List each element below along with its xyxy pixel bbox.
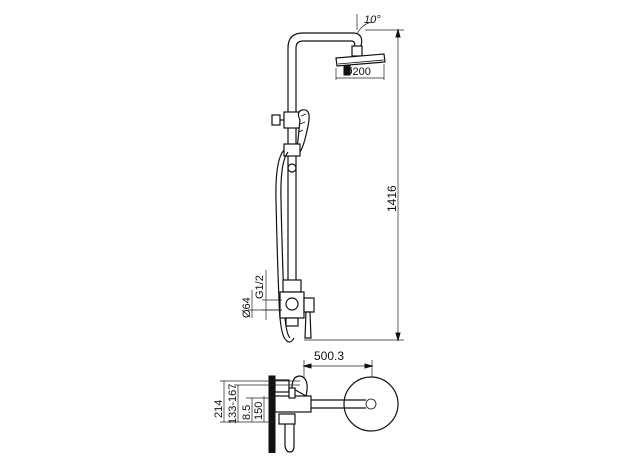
thread-label: G1/2: [254, 275, 266, 299]
projection-label: 500.3: [314, 349, 344, 363]
mixer-plan: [268, 375, 312, 454]
angle-label: 10°: [364, 14, 381, 26]
angle-dimension: [356, 14, 373, 35]
height-label: 1416: [385, 185, 399, 212]
riser-pipe: [287, 48, 297, 282]
offset-small-label: 8.5: [241, 405, 253, 420]
cover-dimension: [248, 290, 282, 318]
shower-head-plan: [300, 376, 399, 432]
height-dimension: [304, 28, 404, 342]
shower-arm: [287, 32, 363, 57]
mixer-body: [279, 279, 315, 339]
cover-diameter-label: Ø64: [241, 297, 253, 318]
depth-150-label: 150: [253, 402, 265, 420]
projection-dimension: [302, 360, 374, 380]
head-diameter-dimension: [335, 64, 385, 80]
bead: [287, 163, 297, 173]
head-diameter-label: Ø200: [344, 66, 371, 78]
depth-dimensions: [220, 380, 300, 423]
depth-range-label: 133-167: [227, 384, 239, 424]
overhead-shower-head: [335, 53, 386, 76]
hand-shower: [296, 109, 310, 153]
slide-holder: [271, 111, 301, 129]
depth-total-label: 214: [213, 400, 225, 418]
